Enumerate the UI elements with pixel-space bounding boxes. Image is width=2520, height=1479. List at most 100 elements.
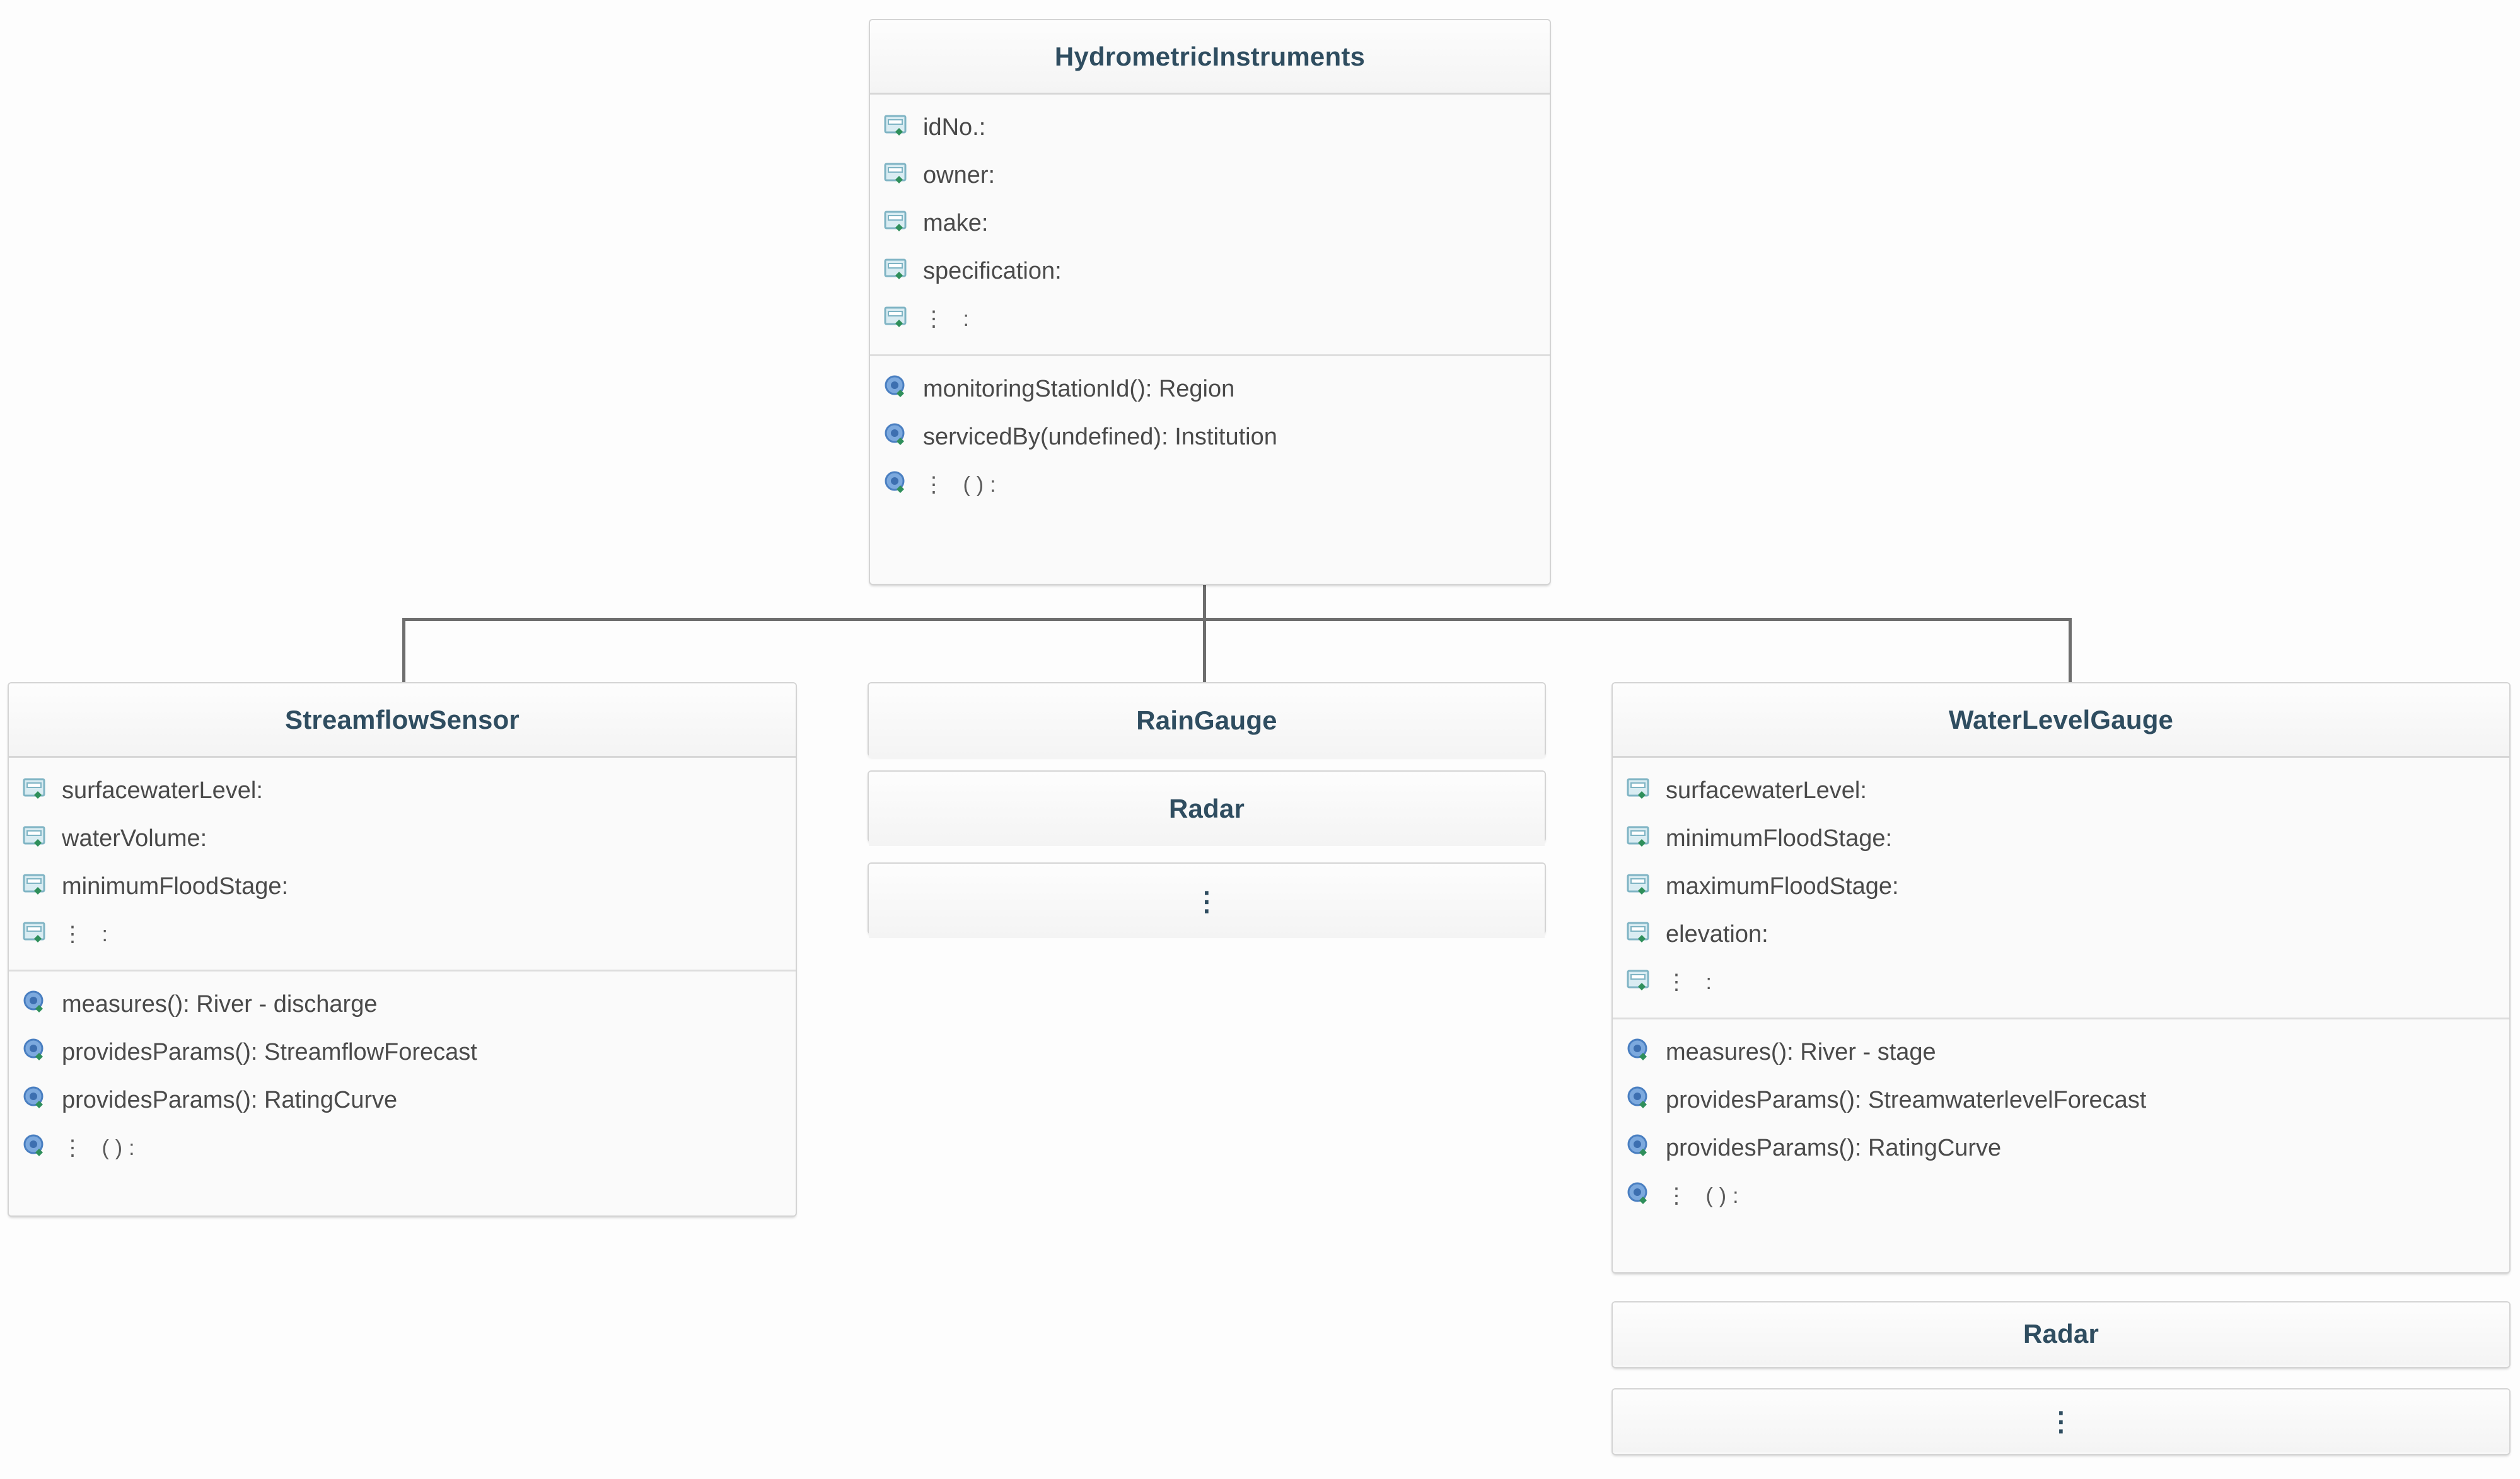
class-title: Radar <box>2023 1319 2099 1348</box>
method-icon <box>23 1086 52 1115</box>
class-header: HydrometricInstruments <box>870 20 1550 95</box>
class-box-waterlevelgauge[interactable]: WaterLevelGauge surfacewaterLevel: minimu… <box>1611 682 2511 1273</box>
class-header: WaterLevelGauge <box>1613 683 2509 758</box>
member-label: providesParams(): StreamwaterlevelForeca… <box>1666 1086 2147 1113</box>
attribute-icon <box>884 113 913 142</box>
member-row[interactable]: surfacewaterLevel: <box>9 767 796 815</box>
member-row[interactable]: ⋮ : <box>9 910 796 958</box>
class-box-hydrometricinstruments[interactable]: HydrometricInstruments idNo.: owner: make:… <box>869 19 1551 585</box>
class-header: ⋮ <box>869 864 1545 938</box>
method-icon <box>1627 1134 1656 1163</box>
attribute-icon <box>1627 872 1656 901</box>
member-label: minimumFloodStage: <box>1666 825 1893 852</box>
member-label: surfacewaterLevel: <box>62 777 263 804</box>
method-icon <box>1627 1181 1656 1210</box>
class-box-raingauge-more[interactable]: ⋮ <box>868 862 1546 938</box>
class-header: Radar <box>1613 1302 2509 1366</box>
attribute-icon <box>1627 920 1656 949</box>
attribute-icon <box>23 824 52 853</box>
member-row[interactable]: ⋮ : <box>870 295 1550 343</box>
class-box-raingauge[interactable]: RainGauge <box>868 682 1546 758</box>
method-icon <box>1627 1038 1656 1067</box>
member-row[interactable]: ⋮ (): <box>1613 1172 2509 1220</box>
member-row[interactable]: providesParams(): RatingCurve <box>1613 1124 2509 1172</box>
member-row[interactable]: providesParams(): RatingCurve <box>9 1076 796 1124</box>
methods-compartment: measures(): River - discharge providesPar… <box>9 972 796 1183</box>
member-row[interactable]: servicedBy(undefined): Institution <box>870 413 1550 461</box>
class-title: Radar <box>1168 794 1245 823</box>
member-label: waterVolume: <box>62 825 207 852</box>
member-label: ⋮ (): <box>1666 1184 1745 1208</box>
member-row[interactable]: minimumFloodStage: <box>9 862 796 910</box>
attribute-icon <box>23 872 52 901</box>
attribute-icon <box>884 161 913 190</box>
class-header: Radar <box>869 772 1545 846</box>
member-row[interactable]: ⋮ (): <box>9 1124 796 1172</box>
member-row[interactable]: surfacewaterLevel: <box>1613 767 2509 815</box>
member-label: specification: <box>923 257 1062 284</box>
member-label: surfacewaterLevel: <box>1666 777 1867 804</box>
class-box-waterlevelgauge-radar[interactable]: Radar <box>1611 1301 2511 1368</box>
member-label: idNo.: <box>923 113 986 141</box>
member-row[interactable]: make: <box>870 199 1550 247</box>
member-label: ⋮ (): <box>923 473 1002 497</box>
member-label: providesParams(): RatingCurve <box>62 1086 398 1113</box>
attribute-icon <box>884 304 913 334</box>
method-icon <box>23 1038 52 1067</box>
attribute-icon <box>1627 968 1656 997</box>
member-row[interactable]: ⋮ (): <box>870 461 1550 509</box>
class-header: RainGauge <box>869 683 1545 758</box>
member-row[interactable]: monitoringStationId(): Region <box>870 365 1550 413</box>
member-label: providesParams(): StreamflowForecast <box>62 1038 477 1065</box>
methods-compartment: measures(): River - stage providesParams(… <box>1613 1019 2509 1231</box>
member-label: measures(): River - discharge <box>62 990 378 1018</box>
member-label: providesParams(): RatingCurve <box>1666 1134 2002 1161</box>
member-row[interactable]: measures(): River - stage <box>1613 1028 2509 1076</box>
member-row[interactable]: providesParams(): StreamflowForecast <box>9 1028 796 1076</box>
member-row[interactable]: elevation: <box>1613 910 2509 958</box>
attributes-compartment: surfacewaterLevel: minimumFloodStage: maxi… <box>1613 758 2509 1019</box>
member-row[interactable]: maximumFloodStage: <box>1613 862 2509 910</box>
attributes-compartment: idNo.: owner: make: specification: ⋮ : <box>870 95 1550 356</box>
member-label: ⋮ : <box>923 307 975 331</box>
class-header: StreamflowSensor <box>9 683 796 758</box>
member-row[interactable]: owner: <box>870 151 1550 199</box>
attribute-icon <box>884 257 913 286</box>
member-label: monitoringStationId(): Region <box>923 375 1235 402</box>
member-label: elevation: <box>1666 920 1768 948</box>
methods-compartment: monitoringStationId(): Region servicedBy(… <box>870 356 1550 520</box>
generalization-branch-right <box>2069 618 2072 682</box>
attribute-icon <box>884 209 913 238</box>
method-icon <box>1627 1086 1656 1115</box>
class-box-raingauge-radar[interactable]: Radar <box>868 770 1546 846</box>
generalization-stem <box>1203 585 1206 620</box>
member-label: ⋮ : <box>1666 970 1718 994</box>
member-row[interactable]: idNo.: <box>870 103 1550 151</box>
attribute-icon <box>23 920 52 949</box>
attribute-icon <box>23 776 52 805</box>
class-title: HydrometricInstruments <box>1054 41 1366 71</box>
member-label: owner: <box>923 161 996 188</box>
method-icon <box>23 990 52 1019</box>
generalization-branch-middle <box>1203 618 1206 682</box>
class-title: WaterLevelGauge <box>1948 704 2174 734</box>
member-label: ⋮ : <box>62 922 114 946</box>
member-label: ⋮ (): <box>62 1136 141 1160</box>
class-title: ⋮ <box>2047 1406 2075 1436</box>
method-icon <box>884 470 913 499</box>
generalization-bus <box>402 618 2072 621</box>
class-box-streamflowsensor[interactable]: StreamflowSensor surfacewaterLevel: water… <box>8 682 797 1217</box>
member-row[interactable]: measures(): River - discharge <box>9 980 796 1028</box>
member-label: measures(): River - stage <box>1666 1038 1936 1065</box>
member-row[interactable]: providesParams(): StreamwaterlevelForeca… <box>1613 1076 2509 1124</box>
class-box-waterlevelgauge-more[interactable]: ⋮ <box>1611 1388 2511 1455</box>
member-row[interactable]: ⋮ : <box>1613 958 2509 1006</box>
member-row[interactable]: minimumFloodStage: <box>1613 815 2509 862</box>
class-title: StreamflowSensor <box>285 704 520 734</box>
member-row[interactable]: waterVolume: <box>9 815 796 862</box>
member-row[interactable]: specification: <box>870 247 1550 295</box>
class-title: RainGauge <box>1136 705 1277 735</box>
member-label: servicedBy(undefined): Institution <box>923 423 1277 450</box>
member-label: make: <box>923 209 989 236</box>
